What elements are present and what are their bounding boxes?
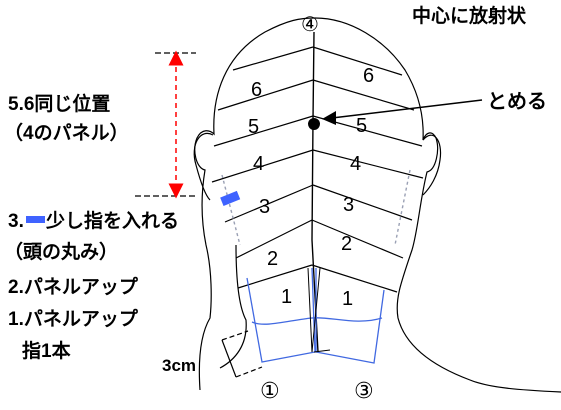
left-panel-2: 2 [267, 248, 278, 270]
left-panel-4: 4 [253, 153, 264, 175]
left-dashed-guide [221, 174, 241, 246]
three-cm-label: 3cm [162, 356, 196, 375]
head-round-label: （頭の丸み） [4, 240, 118, 263]
center-v-lines [307, 267, 331, 353]
right-panel-4: 4 [350, 153, 361, 175]
panel-up-1-label: 1.パネルアップ [8, 307, 139, 330]
bottom-circle-3: ③ [354, 378, 374, 403]
finger-in-label: 少し指を入れる [45, 210, 179, 232]
one-finger-label: 指1本 [22, 339, 71, 362]
left-panel-6: 6 [251, 79, 262, 101]
legend-blue-marker [26, 216, 45, 223]
three-cm-marker [221, 330, 263, 378]
stop-point [308, 118, 320, 130]
bottom-circle-1: ① [260, 378, 280, 403]
right-ear [422, 134, 442, 196]
right-dashed-guide [394, 169, 411, 246]
left-panel-1: 1 [281, 286, 292, 308]
center-part-line [311, 31, 319, 353]
right-panel-1: 1 [342, 288, 353, 310]
top-right-note: 中心に放射状 [412, 4, 527, 27]
four-panels-label: （4のパネル） [4, 121, 129, 144]
right-panel-6: 6 [363, 65, 374, 87]
right-panel-5: 5 [356, 115, 367, 137]
panel-up-2-label: 2.パネルアップ [8, 275, 139, 298]
stop-arrow [322, 99, 483, 125]
top-circle-number: ④ [301, 14, 319, 36]
same-position-label: 5.6同じ位置 [8, 92, 110, 115]
right-panel-numbers: 6 5 4 3 2 1 [341, 65, 374, 310]
head-outline [194, 17, 561, 393]
left-panel-5: 5 [248, 116, 259, 138]
left-panel-3: 3 [259, 196, 270, 218]
left-ear [193, 132, 214, 201]
left-sections [211, 46, 314, 289]
finger-in-prefix: 3. [8, 211, 24, 232]
red-measure [135, 50, 196, 199]
stop-label: とめる [487, 91, 547, 113]
left-panel-numbers: 6 5 4 3 2 1 [248, 79, 292, 308]
right-panel-3: 3 [343, 194, 354, 216]
right-panel-2: 2 [341, 233, 352, 255]
left-neck [219, 244, 247, 369]
head-blue-marker [220, 190, 241, 207]
right-sections [311, 46, 424, 293]
